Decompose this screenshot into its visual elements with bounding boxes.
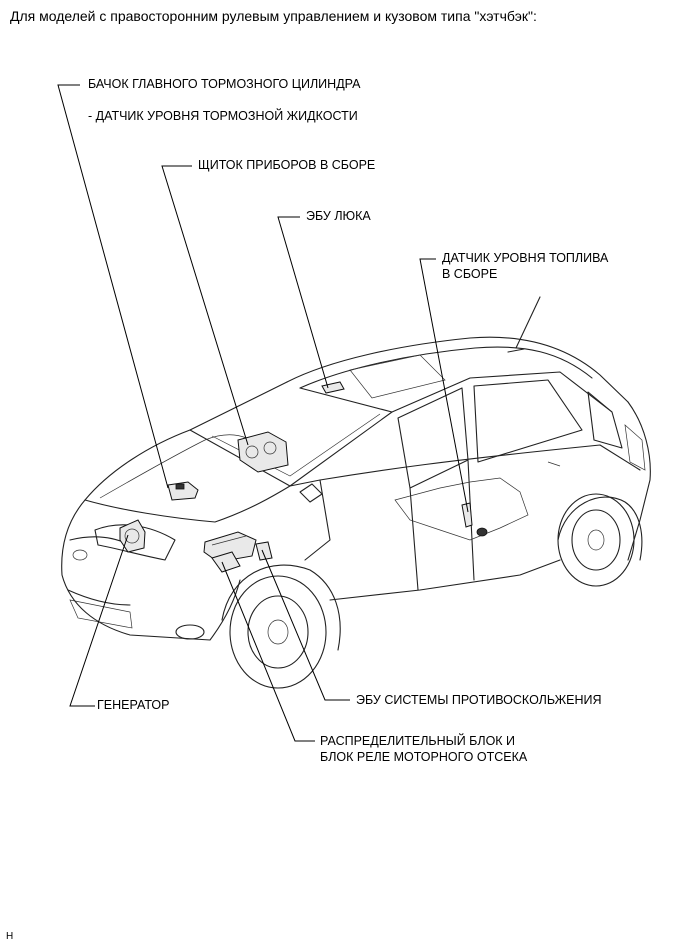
antenna xyxy=(515,296,541,349)
leader-sunroof-ecu xyxy=(277,216,329,389)
label-relay-block-line2: БЛОК РЕЛЕ МОТОРНОГО ОТСЕКА xyxy=(320,750,528,764)
label-combination-meter: ЩИТОК ПРИБОРОВ В СБОРЕ xyxy=(198,158,376,172)
label-brake-reservoir: БАЧОК ГЛАВНОГО ТОРМОЗНОГО ЦИЛИНДРА xyxy=(88,77,361,91)
front-bumper xyxy=(61,499,241,641)
component-generator xyxy=(119,519,146,553)
side-sill xyxy=(329,559,561,601)
leader-skid-control-ecu xyxy=(261,549,350,701)
component-combination-meter xyxy=(237,431,289,473)
leader-brake-reservoir xyxy=(57,84,169,489)
label-fuel-sender-line2: В СБОРЕ xyxy=(442,267,498,281)
component-fuel-sender xyxy=(461,502,488,537)
emblem xyxy=(72,549,88,561)
label-brake-fluid-sensor: - ДАТЧИК УРОВНЯ ТОРМОЗНОЙ ЖИДКОСТИ xyxy=(88,109,358,123)
car-roof xyxy=(286,336,629,403)
component-relay-block xyxy=(203,531,257,563)
grille xyxy=(69,599,133,629)
headlight xyxy=(94,524,176,561)
front-door-window xyxy=(397,387,469,489)
leader-combination-meter xyxy=(161,165,249,446)
corner-mark: H xyxy=(6,931,14,942)
car-body xyxy=(61,296,651,689)
front-wheel xyxy=(221,564,341,689)
page-title: Для моделей с правосторонним рулевым упр… xyxy=(10,8,537,24)
component-skid-control-ecu xyxy=(211,541,273,573)
label-fuel-sender-line1: ДАТЧИК УРОВНЯ ТОПЛИВА xyxy=(442,251,609,265)
component-sunroof-ecu xyxy=(321,381,345,394)
leader-fuel-sender xyxy=(419,258,469,513)
hood xyxy=(84,429,291,523)
label-relay-block-line1: РАСПРЕДЕЛИТЕЛЬНЫЙ БЛОК И xyxy=(320,734,516,748)
windshield xyxy=(189,381,393,487)
side-mirror xyxy=(299,483,323,503)
rear-door-window xyxy=(473,379,583,463)
leader-lines xyxy=(57,84,469,742)
component-brake-reservoir xyxy=(167,481,199,501)
label-skid-control-ecu: ЭБУ СИСТЕМЫ ПРОТИВОСКОЛЬЖЕНИЯ xyxy=(356,693,602,707)
label-sunroof-ecu: ЭБУ ЛЮКА xyxy=(306,209,371,223)
rear-wheel xyxy=(557,493,643,587)
leader-relay-block xyxy=(221,561,315,742)
fog-light xyxy=(175,624,205,640)
fuel-tank xyxy=(394,477,529,541)
sunroof-glass xyxy=(349,354,446,399)
leader-generator xyxy=(69,534,129,707)
label-generator: ГЕНЕРАТОР xyxy=(97,698,170,712)
